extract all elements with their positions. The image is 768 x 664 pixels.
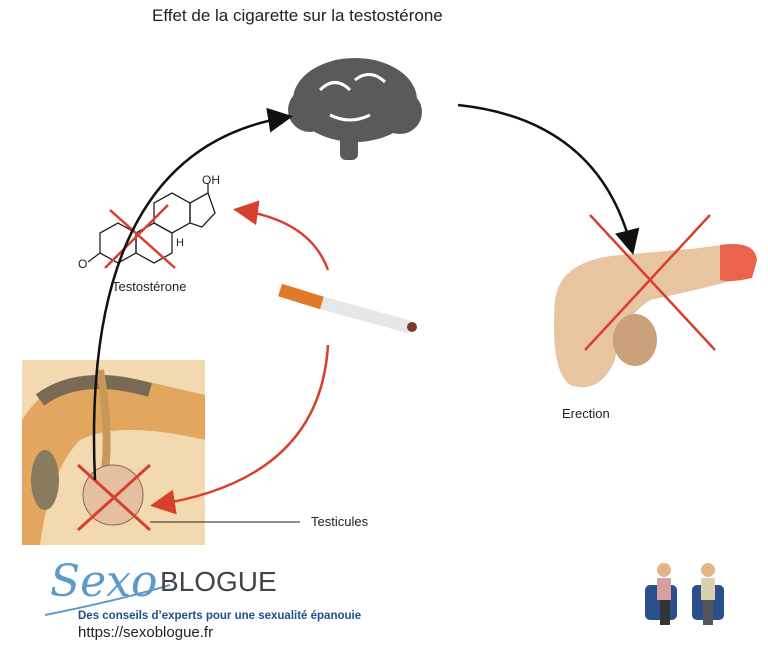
page-title: Effet de la cigarette sur la testostéron…	[152, 6, 443, 25]
molecule-oh-label: OH	[202, 173, 220, 187]
testosterone-molecule-icon	[87, 183, 216, 269]
cigarette-icon	[278, 283, 417, 334]
arrow-cigarette-to-testicules	[150, 344, 330, 515]
erection-label: Erection	[562, 406, 610, 421]
anatomy-illustration	[22, 360, 205, 545]
molecule-h-label: H	[176, 237, 184, 249]
testicules-label: Testicules	[311, 514, 369, 529]
penis-illustration	[554, 214, 757, 388]
logo-sexo: Sexo	[50, 556, 158, 607]
arrow-testicules-to-brain	[92, 107, 293, 481]
logo-blogue: BLOGUE	[160, 566, 277, 597]
couple-illustration	[645, 563, 724, 625]
arrow-brain-to-erection	[457, 103, 640, 255]
logo-swoosh	[44, 584, 171, 616]
logo-tagline: Des conseils d’experts pour une sexualit…	[78, 610, 362, 622]
molecule-o-label: O	[78, 257, 87, 271]
brain-icon	[288, 58, 422, 160]
arrow-cigarette-to-testosterone	[233, 200, 330, 271]
testosterone-label: Testostérone	[112, 279, 187, 294]
site-url-link[interactable]: https://sexoblogue.fr	[78, 624, 214, 641]
